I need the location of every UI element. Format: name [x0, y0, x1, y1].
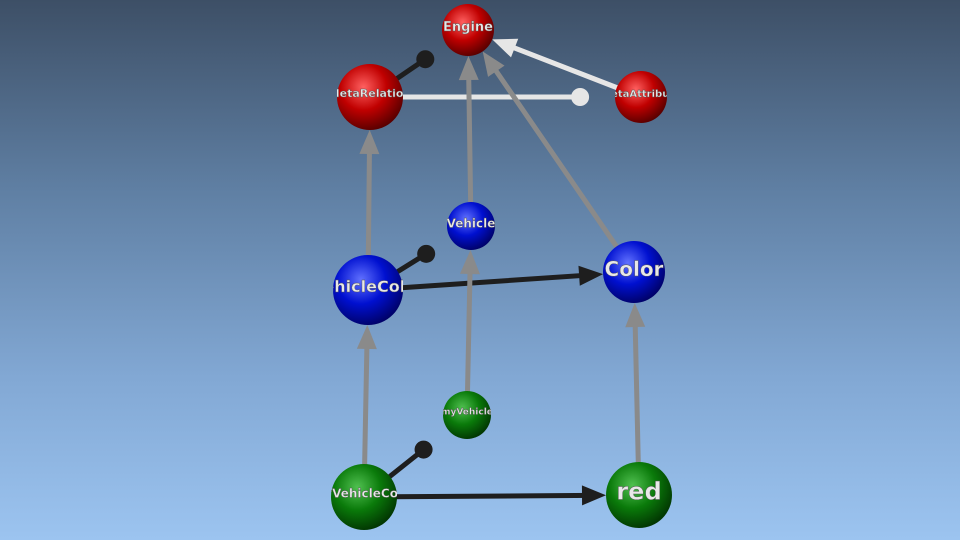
- edge-vehiclecolor-to-color[interactable]: [393, 265, 604, 291]
- node-sphere: [447, 202, 495, 250]
- edge-myvehiclecolor-to-red[interactable]: [387, 485, 607, 506]
- arrowhead-icon: [578, 265, 604, 286]
- edge-color-to-engine[interactable]: [482, 51, 623, 255]
- arrowhead-icon: [625, 302, 646, 328]
- edge-metarelation-to-metaattribute[interactable]: [393, 88, 590, 106]
- ball-head-icon: [571, 88, 590, 106]
- edge-vehiclecolor-to-vehicle[interactable]: [389, 244, 436, 278]
- ball-head-icon: [414, 440, 433, 459]
- node-label: Color: [605, 257, 664, 281]
- edge-myvehiclecolor-to-myvehicle[interactable]: [382, 440, 433, 484]
- arrowhead-icon: [356, 324, 377, 350]
- arrowhead-icon: [459, 249, 480, 275]
- edge-myvehiclecolor-to-vehiclecolor[interactable]: [356, 324, 377, 474]
- arrowhead-icon: [359, 129, 380, 155]
- arrowhead-icon: [492, 38, 519, 58]
- node-sphere: [443, 391, 491, 439]
- node-label: MetaRelation: [329, 87, 412, 100]
- node-red[interactable]: red: [606, 462, 672, 528]
- node-color[interactable]: Color: [603, 241, 665, 303]
- edge-vehiclecolor-to-metarelation[interactable]: [359, 129, 380, 265]
- node-metaattribute[interactable]: MetaAttribute: [601, 71, 681, 123]
- arrowhead-icon: [458, 55, 479, 81]
- edge-metarelation-to-engine[interactable]: [389, 50, 435, 85]
- edge-red-to-color[interactable]: [625, 302, 646, 472]
- node-sphere: [615, 71, 667, 123]
- node-label: myVehicleColor: [312, 487, 417, 501]
- arrowhead-icon: [482, 51, 505, 77]
- node-vehicle[interactable]: Vehicle: [447, 202, 496, 250]
- edge-metaattribute-to-engine[interactable]: [492, 38, 625, 92]
- node-label: MetaAttribute: [601, 89, 681, 100]
- node-engine[interactable]: Engine: [442, 4, 494, 56]
- edge-vehicle-to-engine[interactable]: [458, 55, 479, 210]
- node-label: myVehicle: [441, 408, 493, 418]
- node-myvehicle[interactable]: myVehicle: [441, 391, 493, 439]
- node-label: VehicleColor: [312, 277, 424, 296]
- node-label: Vehicle: [447, 217, 496, 231]
- node-metarelation[interactable]: MetaRelation: [329, 64, 412, 130]
- node-sphere: [606, 462, 672, 528]
- node-label: red: [616, 478, 661, 506]
- node-label: Engine: [443, 20, 493, 35]
- edge-myvehicle-to-vehicle[interactable]: [459, 249, 480, 399]
- node-sphere: [337, 64, 403, 130]
- arrowhead-icon: [581, 485, 607, 506]
- node-sphere: [442, 4, 494, 56]
- node-myvehiclecolor[interactable]: myVehicleColor: [312, 464, 417, 530]
- node-sphere: [333, 255, 403, 325]
- node-vehiclecolor[interactable]: VehicleColor: [312, 255, 424, 325]
- node-sphere: [603, 241, 665, 303]
- ball-head-icon: [416, 50, 435, 69]
- node-sphere: [331, 464, 397, 530]
- ball-head-icon: [417, 244, 436, 263]
